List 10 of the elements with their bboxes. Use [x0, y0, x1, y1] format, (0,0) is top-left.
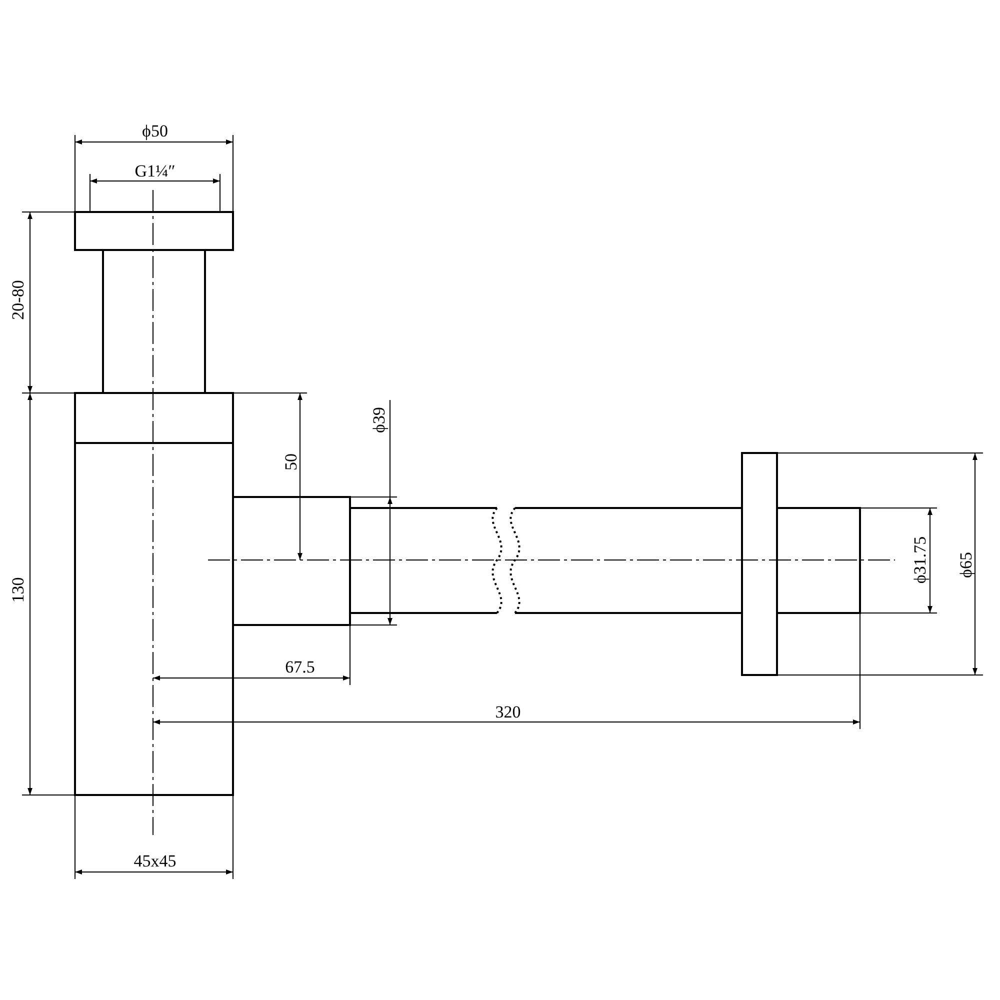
dimension-label: 20-80	[10, 278, 26, 322]
dimension-label: G1¼″	[132, 162, 178, 180]
dimension-label: ϕ39	[370, 405, 388, 435]
dimension-label: 45x45	[132, 852, 178, 870]
dimension-label: 67.5	[283, 658, 317, 676]
dimension-label: 50	[282, 452, 300, 472]
dimension-label: ϕ65	[958, 550, 974, 580]
dimension-label: ϕ31.75	[912, 534, 928, 586]
dimension-label: 320	[493, 704, 523, 720]
dimension-label: ϕ50	[140, 122, 170, 140]
